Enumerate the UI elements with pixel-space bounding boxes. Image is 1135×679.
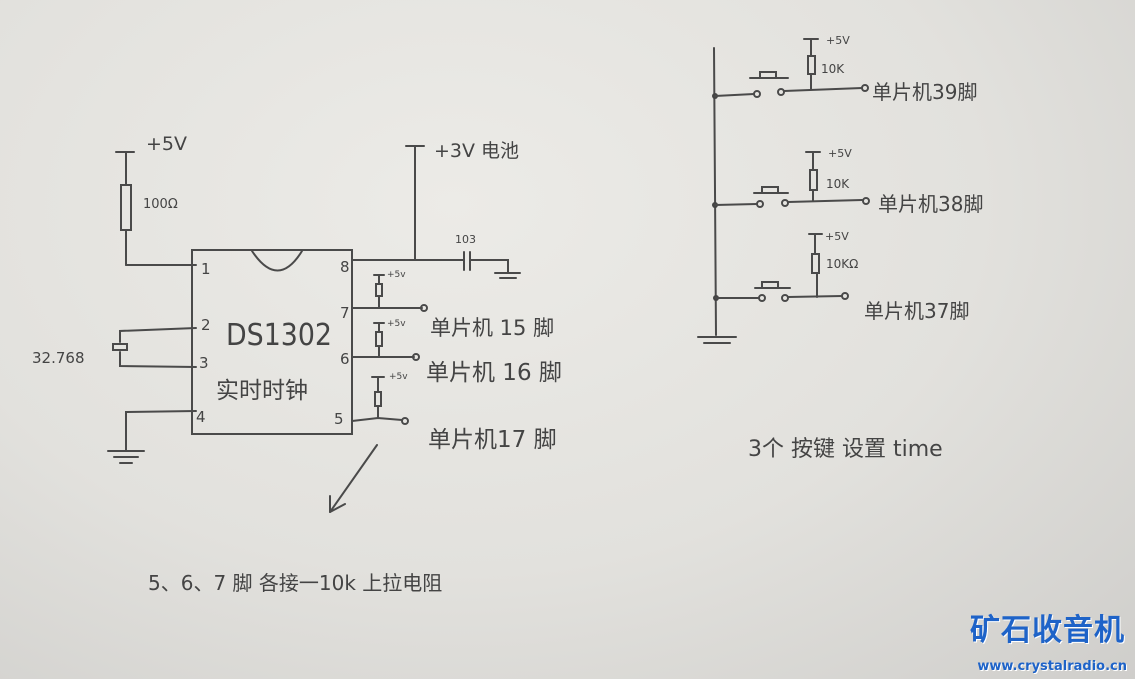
resistor-label: 100Ω — [143, 197, 178, 212]
output-15: 单片机 15 脚 — [430, 316, 554, 340]
watermark-url: www.crystalradio.cn — [977, 659, 1127, 674]
pullup-resistors — [329, 274, 428, 513]
crystal-label: 32.768 — [32, 349, 85, 367]
ds1302-chip — [191, 249, 353, 435]
btn1-vcc: +5V — [826, 34, 850, 47]
pin-3: 3 — [199, 354, 209, 372]
vcc-resistor-branch — [115, 151, 197, 266]
btn2-output: 单片机38脚 — [878, 192, 983, 216]
crystal — [112, 327, 197, 368]
pullup-label-6: +5v — [387, 319, 406, 329]
pullup-note: 5、6、7 脚 各接一10k 上拉电阻 — [148, 571, 442, 595]
pullup-label-7: +5v — [387, 270, 406, 280]
btn2-resistor: 10K — [826, 177, 850, 191]
btn3-vcc: +5V — [825, 230, 849, 243]
btn2-vcc: +5V — [828, 147, 852, 160]
buttons-caption: 3个 按键 设置 time — [748, 437, 943, 462]
battery-capacitor-branch — [351, 145, 521, 279]
output-16: 单片机 16 脚 — [426, 360, 562, 386]
pin-8: 8 — [340, 258, 350, 276]
battery-label: +3V 电池 — [434, 140, 519, 162]
pin-5: 5 — [334, 410, 344, 428]
output-17: 单片机17 脚 — [428, 427, 557, 453]
pullup-label-5: +5v — [389, 372, 408, 382]
watermark-title: 矿石收音机 — [970, 613, 1125, 648]
btn1-output: 单片机39脚 — [872, 80, 977, 104]
chip-desc: 实时时钟 — [216, 378, 308, 404]
btn1-resistor: 10K — [821, 62, 845, 76]
capacitor-label: 103 — [455, 233, 476, 246]
ground-icon — [107, 410, 197, 464]
pin-6: 6 — [340, 350, 350, 368]
chip-name: DS1302 — [226, 318, 332, 353]
vcc-label: +5V — [146, 133, 187, 155]
pin-4: 4 — [196, 408, 206, 426]
btn3-output: 单片机37脚 — [864, 299, 969, 323]
pin-7: 7 — [340, 304, 350, 322]
chip-notch — [251, 250, 303, 272]
button-circuit — [697, 38, 870, 344]
pin-1: 1 — [201, 260, 211, 278]
pin-2: 2 — [201, 316, 211, 334]
btn3-resistor: 10KΩ — [826, 257, 858, 271]
